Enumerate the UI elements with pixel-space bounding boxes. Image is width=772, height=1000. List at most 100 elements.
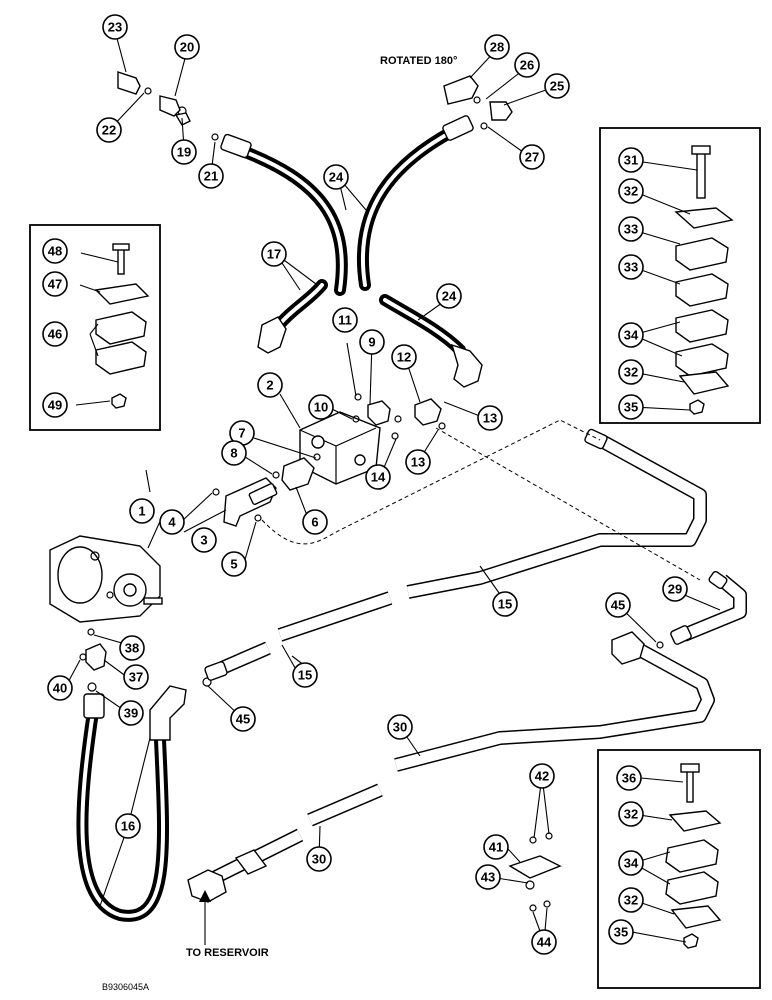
- rotated-label: ROTATED 180°: [380, 55, 457, 67]
- callout-46: 46: [42, 321, 68, 347]
- callout-26: 26: [514, 52, 540, 78]
- svg-text:19: 19: [177, 145, 191, 160]
- callout-16: 16: [115, 813, 141, 839]
- callout-24a: 24: [323, 164, 349, 190]
- svg-text:28: 28: [490, 40, 504, 55]
- inset-box-left: [29, 224, 161, 431]
- fitting-37: [85, 643, 107, 671]
- callout-17: 17: [261, 241, 287, 267]
- callout-13b: 13: [405, 449, 431, 475]
- tube-29-nut: [670, 625, 692, 645]
- callout-10: 10: [308, 394, 334, 420]
- svg-text:4: 4: [168, 515, 176, 530]
- callout-5: 5: [221, 551, 247, 577]
- svg-text:24: 24: [329, 170, 344, 185]
- callout-30b: 30: [306, 846, 332, 872]
- callout-32d: 32: [618, 887, 644, 913]
- callout-4: 4: [159, 509, 185, 535]
- callout-15b: 15: [292, 662, 318, 688]
- elbow-fitting-left: [257, 316, 287, 354]
- callout-41: 41: [483, 834, 509, 860]
- svg-text:35: 35: [614, 925, 628, 940]
- callout-42: 42: [529, 763, 555, 789]
- callout-48: 48: [42, 238, 68, 264]
- svg-text:42: 42: [535, 769, 549, 784]
- fitting-9: [367, 400, 391, 426]
- callout-29: 29: [662, 576, 688, 602]
- dashed-route-line: [261, 419, 601, 545]
- fitting-28: [443, 75, 479, 105]
- callout-38: 38: [119, 635, 145, 661]
- tube-29-end: [708, 570, 728, 590]
- svg-text:43: 43: [481, 870, 495, 885]
- fitting-25: [489, 101, 513, 121]
- svg-text:15: 15: [498, 597, 512, 612]
- svg-text:37: 37: [129, 670, 143, 685]
- callout-45a: 45: [605, 592, 631, 618]
- svg-text:2: 2: [266, 378, 273, 393]
- callout-20: 20: [174, 34, 200, 60]
- svg-text:12: 12: [397, 350, 411, 365]
- svg-text:32: 32: [624, 184, 638, 199]
- svg-text:34: 34: [624, 856, 639, 871]
- svg-text:5: 5: [230, 557, 237, 572]
- callout-36: 36: [616, 765, 642, 791]
- fitting-20: [159, 95, 181, 117]
- tube-29: [681, 574, 747, 642]
- reservoir-fitting: [187, 869, 227, 903]
- hose-end-fitting-right: [442, 115, 474, 141]
- callout-8: 8: [221, 440, 247, 466]
- elbow-fitting-right: [450, 343, 483, 388]
- callout-1: 1: [129, 498, 155, 524]
- fitting-12: [414, 398, 442, 426]
- svg-text:7: 7: [238, 426, 245, 441]
- fitting-23: [117, 71, 141, 95]
- inset-box-bottom-right: [597, 749, 761, 989]
- svg-text:45: 45: [611, 598, 625, 613]
- callout-43: 43: [475, 864, 501, 890]
- clamp-41-44: [508, 832, 562, 912]
- svg-text:32: 32: [624, 365, 638, 380]
- callout-13a: 13: [477, 405, 503, 431]
- svg-text:11: 11: [338, 313, 352, 328]
- svg-text:16: 16: [121, 819, 135, 834]
- svg-text:24: 24: [442, 289, 457, 304]
- callout-34b: 34: [618, 850, 644, 876]
- tube-30-tee: [611, 631, 645, 665]
- callout-3: 3: [191, 527, 217, 553]
- callout-15a: 15: [492, 591, 518, 617]
- svg-text:31: 31: [624, 153, 638, 168]
- callout-31: 31: [618, 147, 644, 173]
- callout-28: 28: [484, 34, 510, 60]
- pump-1: [49, 535, 163, 623]
- callout-32b: 32: [618, 359, 644, 385]
- callout-37: 37: [123, 664, 149, 690]
- svg-text:10: 10: [314, 400, 328, 415]
- tube-30: [206, 643, 715, 887]
- hose-16-elbow: [149, 685, 187, 741]
- inset-box-right: [599, 127, 761, 424]
- callout-6: 6: [302, 509, 328, 535]
- callout-12: 12: [391, 344, 417, 370]
- reservoir-arrow-head: [199, 890, 211, 902]
- svg-text:13: 13: [411, 455, 425, 470]
- svg-text:21: 21: [204, 169, 218, 184]
- svg-text:9: 9: [368, 335, 375, 350]
- callout-33a: 33: [618, 216, 644, 242]
- svg-text:49: 49: [48, 398, 62, 413]
- svg-text:22: 22: [102, 123, 116, 138]
- svg-text:44: 44: [537, 935, 552, 950]
- valve-block-2: [299, 411, 381, 485]
- callout-9: 9: [359, 329, 385, 355]
- svg-text:8: 8: [230, 446, 237, 461]
- callout-30a: 30: [387, 714, 413, 740]
- callout-21: 21: [198, 163, 224, 189]
- svg-text:35: 35: [624, 400, 638, 415]
- fitting-6: [281, 457, 315, 491]
- svg-text:6: 6: [311, 515, 318, 530]
- svg-text:23: 23: [108, 20, 122, 35]
- callout-2: 2: [257, 372, 283, 398]
- o-rings: [79, 87, 664, 692]
- callout-47: 47: [42, 271, 68, 297]
